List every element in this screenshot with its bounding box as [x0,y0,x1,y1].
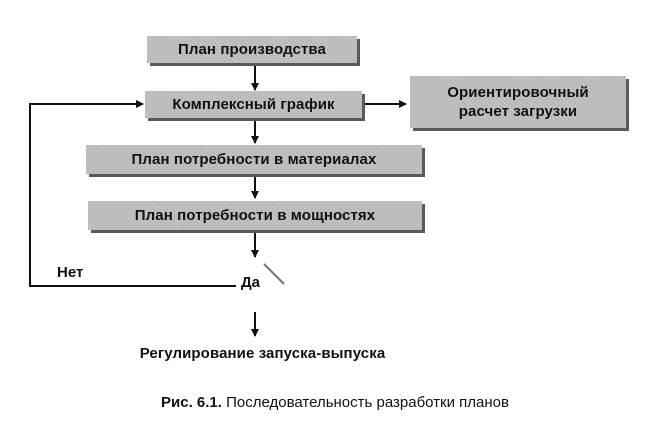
node-material-plan: План потребности в материалах [86,145,422,174]
figure-caption-number: Рис. 6.1. [161,394,222,411]
decision-no-label: Нет [57,264,84,281]
node-production-plan: План производства [147,36,357,63]
node-master-schedule: Комплексный график [145,91,362,118]
node-material-plan-label: План потребности в материалах [131,151,377,168]
node-capacity-plan-label: План потребности в мощностях [134,207,376,224]
node-load-calculation: Ориентировочный расчет загрузки [410,76,626,128]
decision-yes-label: Да [241,274,261,291]
node-master-schedule-label: Комплексный график [172,96,335,113]
node-capacity-plan: План потребности в мощностях [88,201,422,230]
figure-caption: Рис. 6.1. Последовательность разработки … [0,394,670,411]
node-release-control: Регулирование запуска-выпуска [90,339,435,367]
node-load-calculation-line2: расчет загрузки [458,103,578,120]
decision-tick-mark [263,263,285,285]
node-load-calculation-line1: Ориентировочный [447,84,589,101]
node-release-control-label: Регулирование запуска-выпуска [139,344,386,362]
feedback-loop-line [29,100,236,287]
node-production-plan-label: План производства [177,41,326,58]
figure-caption-text: Последовательность разработки планов [226,394,509,411]
